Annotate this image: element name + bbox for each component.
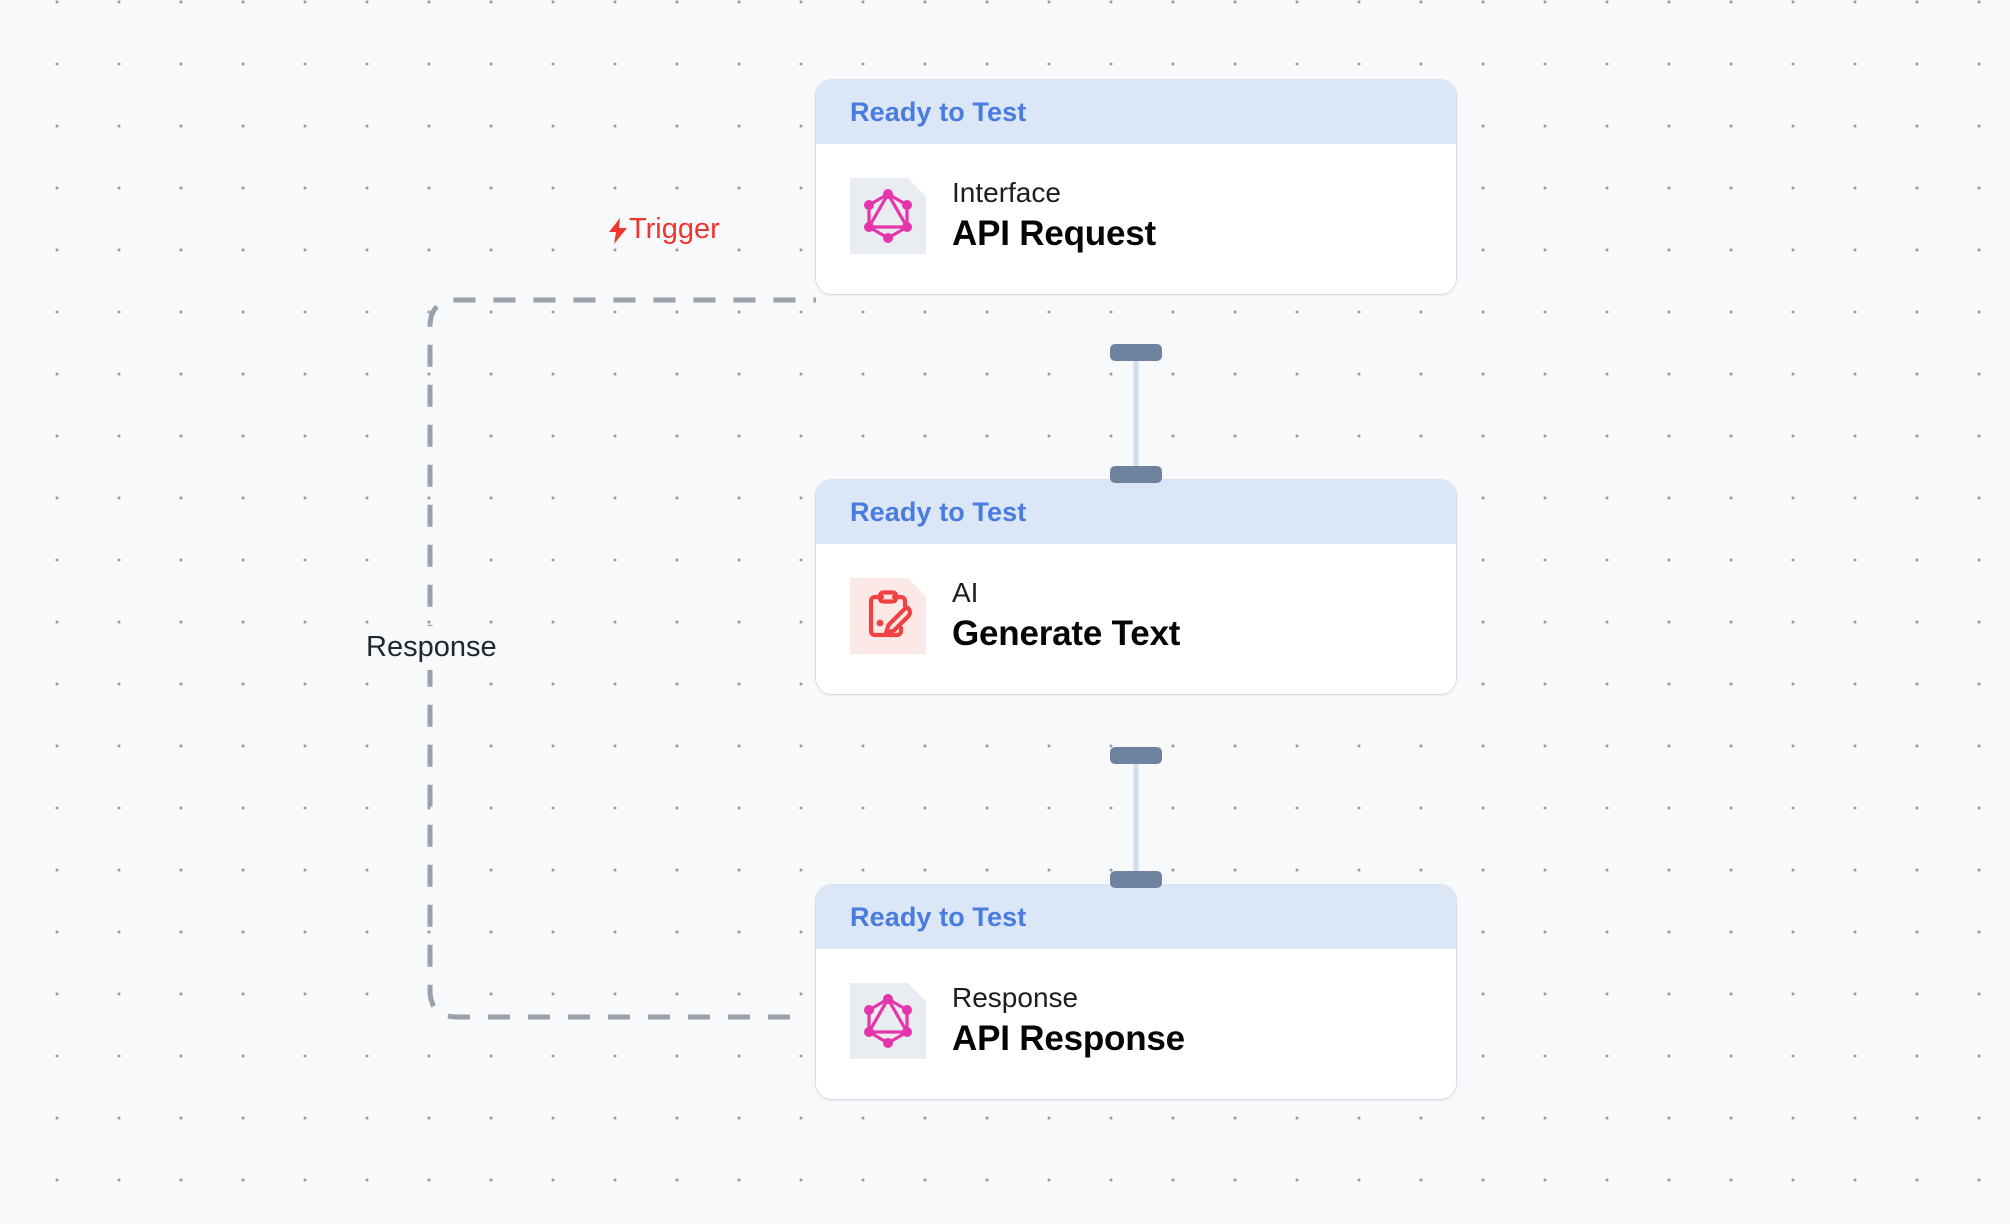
- node-text: AI Generate Text: [952, 579, 1180, 653]
- source-handle-api-request[interactable]: [1110, 344, 1162, 361]
- lightning-bolt-icon: [608, 217, 628, 244]
- status-badge: Ready to Test: [850, 497, 1027, 527]
- node-status-header: Ready to Test: [816, 480, 1456, 544]
- trigger-edge-label: Trigger: [600, 212, 728, 248]
- node-title: Generate Text: [952, 614, 1181, 654]
- node-kind: AI: [952, 577, 979, 609]
- node-text: Interface API Request: [952, 179, 1156, 253]
- clipboard-pencil-icon: [850, 578, 926, 654]
- api-response-node[interactable]: Ready to Test Response API Re: [816, 885, 1456, 1099]
- status-badge: Ready to Test: [850, 902, 1027, 932]
- response-edge-label-text: Response: [366, 631, 497, 663]
- target-handle-api-response[interactable]: [1110, 871, 1162, 888]
- trigger-edge-label-text: Trigger: [629, 213, 720, 245]
- node-body: Response API Response: [816, 949, 1456, 1099]
- graphql-icon: [850, 178, 926, 254]
- response-edge-label: Response: [352, 626, 511, 670]
- api-request-node[interactable]: Ready to Test Interface API R: [816, 80, 1456, 294]
- status-badge: Ready to Test: [850, 97, 1027, 127]
- graphql-icon: [850, 983, 926, 1059]
- target-handle-generate-text[interactable]: [1110, 466, 1162, 483]
- node-status-header: Ready to Test: [816, 80, 1456, 144]
- node-status-header: Ready to Test: [816, 885, 1456, 949]
- node-body: Interface API Request: [816, 144, 1456, 294]
- node-kind: Response: [952, 982, 1079, 1014]
- node-body: AI Generate Text: [816, 544, 1456, 694]
- source-handle-generate-text[interactable]: [1110, 747, 1162, 764]
- node-text: Response API Response: [952, 984, 1185, 1058]
- generate-text-node[interactable]: Ready to Test AI Generate Text: [816, 480, 1456, 694]
- node-title: API Response: [952, 1019, 1185, 1059]
- node-title: API Request: [952, 214, 1156, 254]
- node-kind: Interface: [952, 177, 1061, 209]
